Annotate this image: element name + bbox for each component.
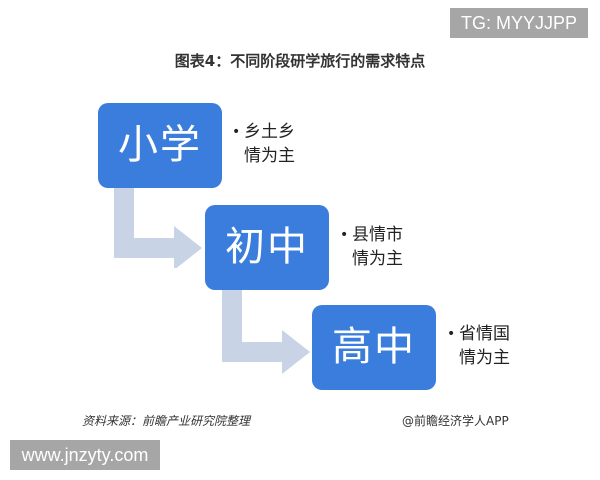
- stage-box-junior: 初中: [205, 205, 329, 290]
- desc-line-1: 省情国: [459, 324, 510, 344]
- bullet-icon: •: [447, 326, 456, 342]
- desc-line-2: 情为主: [244, 146, 295, 166]
- source-note: 资料来源：前瞻产业研究院整理: [82, 414, 251, 428]
- stage-box-primary: 小学: [98, 103, 222, 188]
- desc-line-2: 情为主: [352, 249, 403, 269]
- stage-description-senior: •省情国 情为主: [447, 322, 510, 370]
- chart-title: 图表4：不同阶段研学旅行的需求特点: [174, 52, 426, 70]
- bullet-icon: •: [340, 227, 349, 243]
- stage-label: 初中: [225, 224, 309, 270]
- arrow-down-right-icon: [222, 290, 310, 374]
- stage-label: 高中: [332, 324, 416, 370]
- desc-line-1: 乡土乡: [244, 122, 295, 142]
- bullet-icon: •: [232, 124, 241, 140]
- stage-label: 小学: [118, 122, 202, 168]
- stage-description-junior: •县情市 情为主: [340, 223, 403, 271]
- desc-line-2: 情为主: [459, 348, 510, 368]
- watermark-bottom-left: www.jnzyty.com: [10, 440, 160, 470]
- stage-box-senior: 高中: [312, 305, 436, 390]
- stage-description-primary: •乡土乡 情为主: [232, 120, 295, 168]
- credit-note: @前瞻经济学人APP: [402, 414, 509, 428]
- arrow-down-right-icon: [114, 188, 202, 268]
- watermark-top-right: TG: MYYJJPP: [450, 8, 588, 38]
- desc-line-1: 县情市: [352, 225, 403, 245]
